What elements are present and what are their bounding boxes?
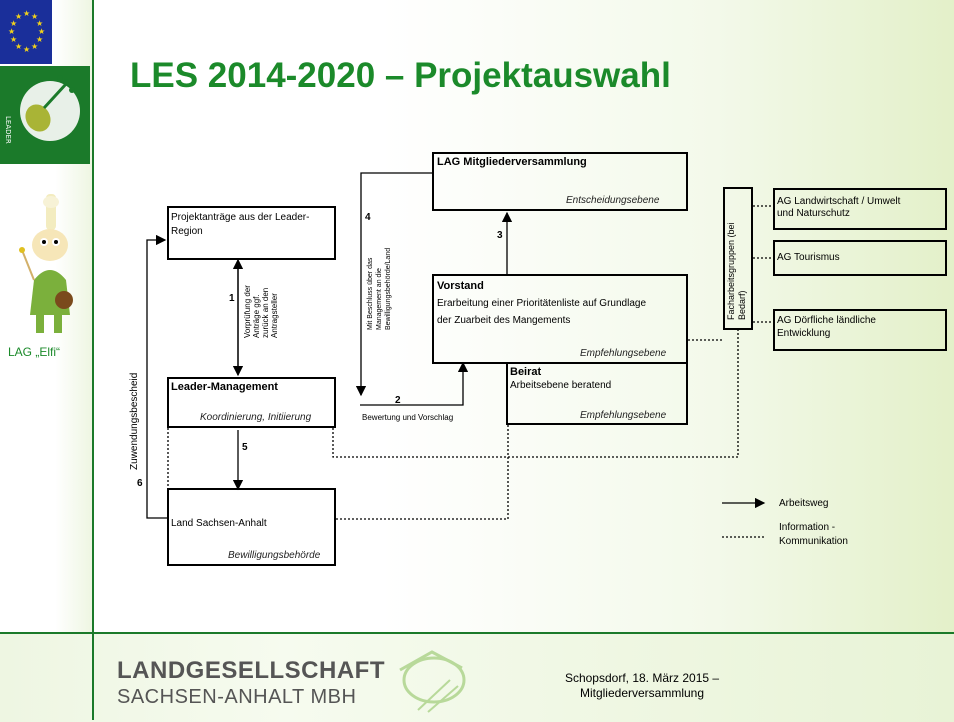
vorstand-title: Vorstand: [437, 280, 484, 292]
svg-text:★: ★: [10, 35, 17, 44]
svg-text:★: ★: [31, 12, 38, 21]
footer-place-line2: Mitgliederversammlung: [579, 686, 705, 700]
ag-tourismus-text1: AG Tourismus: [777, 252, 840, 263]
footer-place-date: Schopsdorf, 18. März 2015 – Mitgliederve…: [522, 671, 762, 701]
leader-management-title: Leader-Management: [171, 381, 278, 393]
label-n2: 2: [395, 395, 401, 406]
leader-logo-icon: LEADER: [0, 66, 90, 164]
dotted-lm-fag: [332, 330, 739, 458]
vorstand-role: Empfehlungsebene: [580, 348, 667, 359]
label-n5: 5: [242, 442, 248, 453]
ag-landwirtschaft-text1: AG Landwirtschaft / Umwelt: [777, 196, 901, 207]
svg-text:LEADER: LEADER: [4, 116, 12, 144]
ag-doerfliche-text1: AG Dörfliche ländliche: [777, 315, 876, 326]
vorstand-text1: Erarbeitung einer Prioritätenliste auf G…: [437, 298, 647, 309]
box-ag-landwirtschaft: [773, 188, 947, 230]
facharbeitsgruppen-text2: Bedarf): [737, 290, 747, 320]
beirat-role: Empfehlungsebene: [580, 410, 667, 421]
beirat-title: Beirat: [510, 366, 542, 378]
svg-text:★: ★: [36, 19, 43, 28]
label-vorpruefung4: Antragsteller: [270, 293, 279, 338]
legend-info2: Kommunikation: [779, 536, 848, 547]
land-role: Bewilligungsbehörde: [228, 550, 321, 561]
box-facharbeitsgruppen: [723, 187, 753, 330]
svg-text:★: ★: [36, 35, 43, 44]
svg-text:★: ★: [8, 27, 15, 36]
facharbeitsgruppen-text1: Facharbeitsgruppen (bei: [726, 222, 736, 320]
projektantraege-text2: Region: [171, 226, 203, 237]
box-projektantraege: [167, 206, 336, 260]
label-beschluss3: Bewilligungsbehörde/Land: [385, 247, 392, 330]
label-vorpruefung3: zurück an den: [261, 287, 270, 338]
elfi-mascot-icon: [19, 194, 73, 333]
footer: [0, 632, 954, 722]
svg-text:★: ★: [15, 12, 22, 21]
label-n1: 1: [229, 293, 235, 304]
box-ag-doerfliche: [773, 309, 947, 351]
svg-text:★: ★: [10, 19, 17, 28]
box-ag-tourismus: [773, 240, 947, 276]
legend-arbeitsweg: Arbeitsweg: [779, 498, 829, 509]
svg-text:★: ★: [31, 42, 38, 51]
label-zuwendung: Zuwendungsbescheid: [129, 372, 140, 470]
svg-text:★: ★: [23, 9, 30, 18]
box-beirat: [506, 362, 688, 425]
sidebar-label: LAG „Elfi“: [8, 345, 61, 359]
landgesellschaft-logo-icon: [399, 650, 466, 713]
beirat-text1: Arbeitsebene beratend: [510, 380, 612, 391]
svg-text:★: ★: [15, 42, 22, 51]
ag-doerfliche-text2: Entwicklung: [777, 328, 831, 339]
land-text1: Land Sachsen-Anhalt: [171, 518, 267, 529]
projektantraege-text1: Projektanträge aus der Leader-: [171, 212, 310, 223]
page-title: LES 2014-2020 – Projektauswahl: [130, 56, 671, 95]
company-name-line1: LANDGESELLSCHAFT: [117, 657, 385, 684]
leader-management-role: Koordinierung, Initiierung: [200, 412, 312, 423]
vorstand-text2: der Zuarbeit des Mangements: [437, 315, 571, 326]
footer-place-line1: Schopsdorf, 18. März 2015 –: [564, 671, 720, 685]
company-name-line2: SACHSEN-ANHALT MBH: [117, 686, 357, 708]
label-n3: 3: [497, 230, 503, 241]
arrow-6: [146, 234, 167, 519]
label-beschluss1: Mit Beschluss über das: [367, 257, 374, 330]
label-bewertung: Bewertung und Vorschlag: [362, 413, 454, 422]
label-beschluss2: Management an die: [376, 268, 383, 330]
ag-landwirtschaft-text2: und Naturschutz: [777, 208, 850, 219]
footer-separator: [92, 632, 94, 720]
label-vorpruefung1: Vorprüfung der: [243, 285, 252, 338]
arrow-2: [360, 361, 469, 406]
arrow-4: [355, 172, 433, 397]
eu-flag-icon: ★★★ ★★★ ★★★ ★★★: [0, 0, 52, 64]
box-leader-management: [167, 377, 336, 428]
legend-info1: Information -: [779, 522, 836, 533]
label-n4: 4: [365, 212, 371, 223]
label-n6: 6: [137, 478, 143, 489]
dotted-land-beirat: [336, 425, 509, 520]
svg-text:★: ★: [23, 45, 30, 54]
box-land: [167, 488, 336, 566]
mitgliederversammlung-title: LAG Mitgliederversammlung: [437, 156, 587, 168]
box-mitgliederversammlung: [432, 152, 688, 211]
mitgliederversammlung-role: Entscheidungsebene: [566, 195, 660, 206]
label-vorpruefung2: Anträge ggf.: [252, 294, 261, 338]
svg-text:★: ★: [38, 27, 45, 36]
